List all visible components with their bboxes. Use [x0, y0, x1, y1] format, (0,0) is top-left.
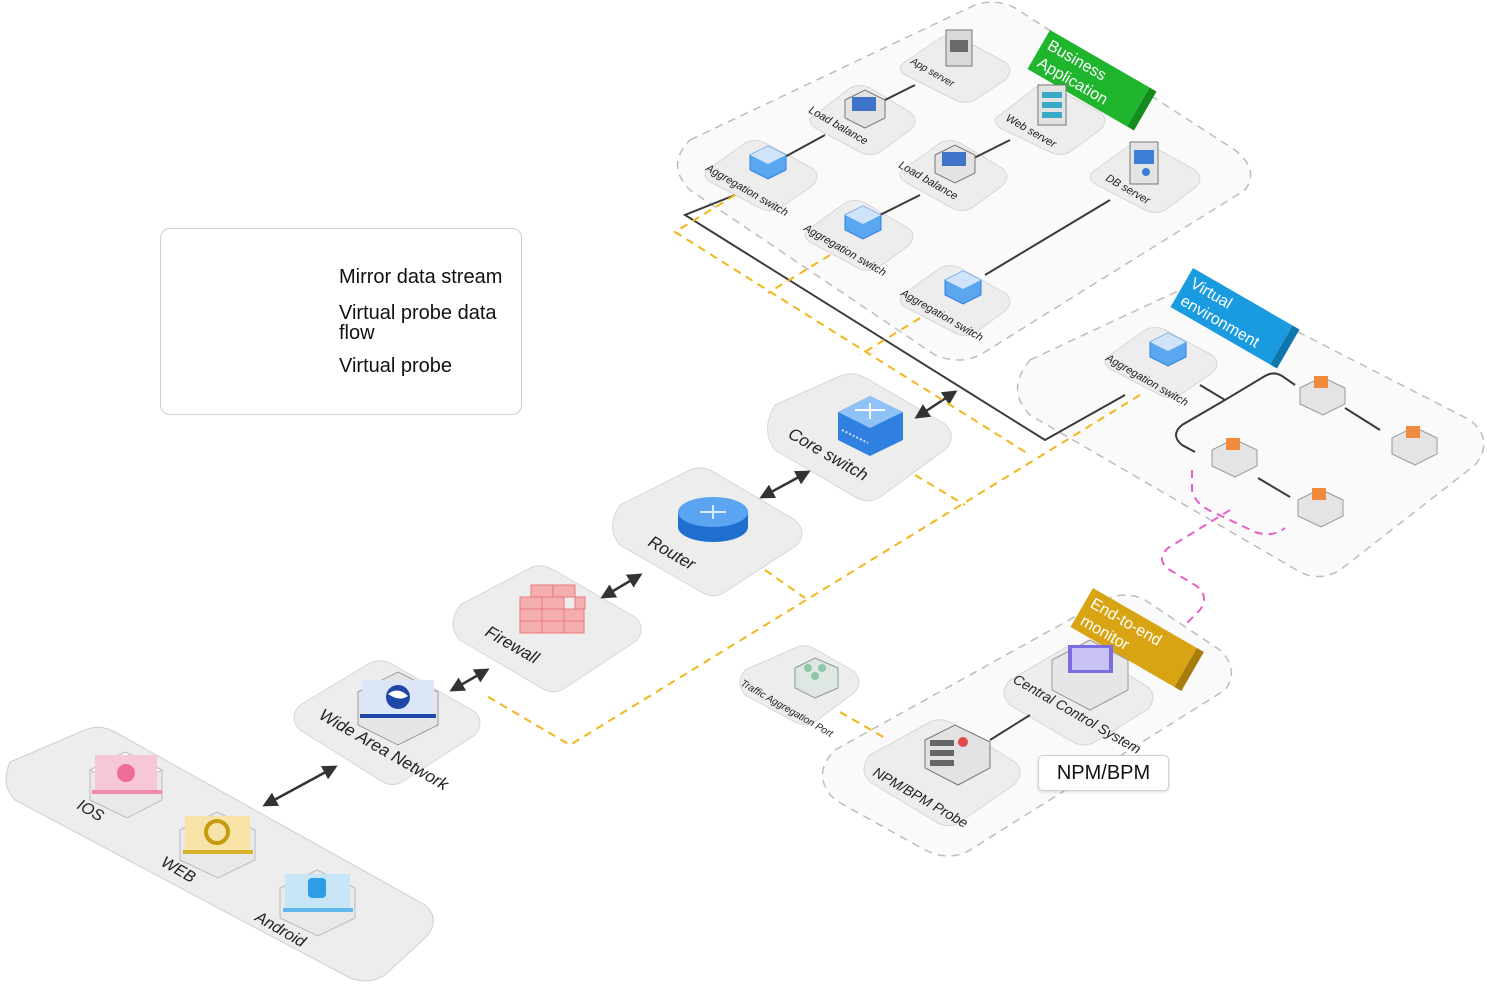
mirror-core [914, 474, 966, 506]
web-server-icon [1037, 84, 1067, 126]
android-device-icon [279, 869, 356, 937]
legend-mirror-label: Mirror data stream [339, 266, 503, 288]
vm-4-icon [1297, 488, 1344, 528]
lb1-icon [844, 89, 886, 129]
agg1-switch-icon [749, 145, 787, 180]
virtual-probe-flow [1161, 470, 1286, 626]
mirror-router [764, 569, 806, 599]
link-agg1-to-virtual [682, 194, 1126, 442]
vm-1-icon [1299, 376, 1346, 416]
arrow-wan-firewall [449, 668, 490, 692]
link-vm3-vm4 [1257, 477, 1291, 498]
ios-device-icon [88, 751, 164, 819]
legend: Mirror data stream Virtual probe data fl… [160, 228, 522, 415]
tap-icon [794, 657, 839, 699]
wan-icon [357, 671, 439, 746]
mirror-agg3 [859, 317, 921, 356]
arrow-router-core [759, 470, 811, 499]
vm-3-icon [1211, 438, 1258, 478]
npm-bpm-badge: NPM/BPM [1038, 755, 1169, 791]
mirror-tap-npm [839, 711, 886, 739]
mirror-virtual-to-tap [484, 394, 1141, 747]
link-vagg-vm1 [1199, 372, 1296, 402]
central-control-icon [1051, 639, 1129, 711]
arrow-core-business [914, 390, 958, 419]
virtual-agg-switch-icon [1149, 332, 1187, 367]
npm-probe-icon [924, 724, 991, 786]
vm-2-icon [1391, 426, 1438, 466]
arrow-firewall-router [600, 573, 643, 599]
lb2-icon [934, 144, 976, 184]
legend-virtual-probe-label: Virtual probe [339, 355, 453, 377]
db-server-icon [1129, 141, 1159, 185]
core-switch-icon [838, 396, 903, 456]
legend-virtual-flow-label: Virtual probe data flow [339, 302, 497, 344]
link-vm1-vm2 [1344, 407, 1381, 431]
link-central-npm [989, 714, 1031, 741]
agg2-switch-icon [844, 205, 882, 240]
mirror-agg1 [673, 194, 1031, 456]
arrow-clients-wan [262, 765, 338, 807]
link-agg3-db [984, 199, 1111, 276]
router-icon [678, 497, 748, 542]
firewall-icon [519, 584, 586, 634]
agg3-switch-icon [944, 270, 982, 305]
link-vagg-vm3 [1175, 399, 1226, 453]
app-server-icon [945, 29, 973, 67]
mirror-agg2 [767, 254, 831, 294]
web-device-icon [179, 811, 256, 879]
